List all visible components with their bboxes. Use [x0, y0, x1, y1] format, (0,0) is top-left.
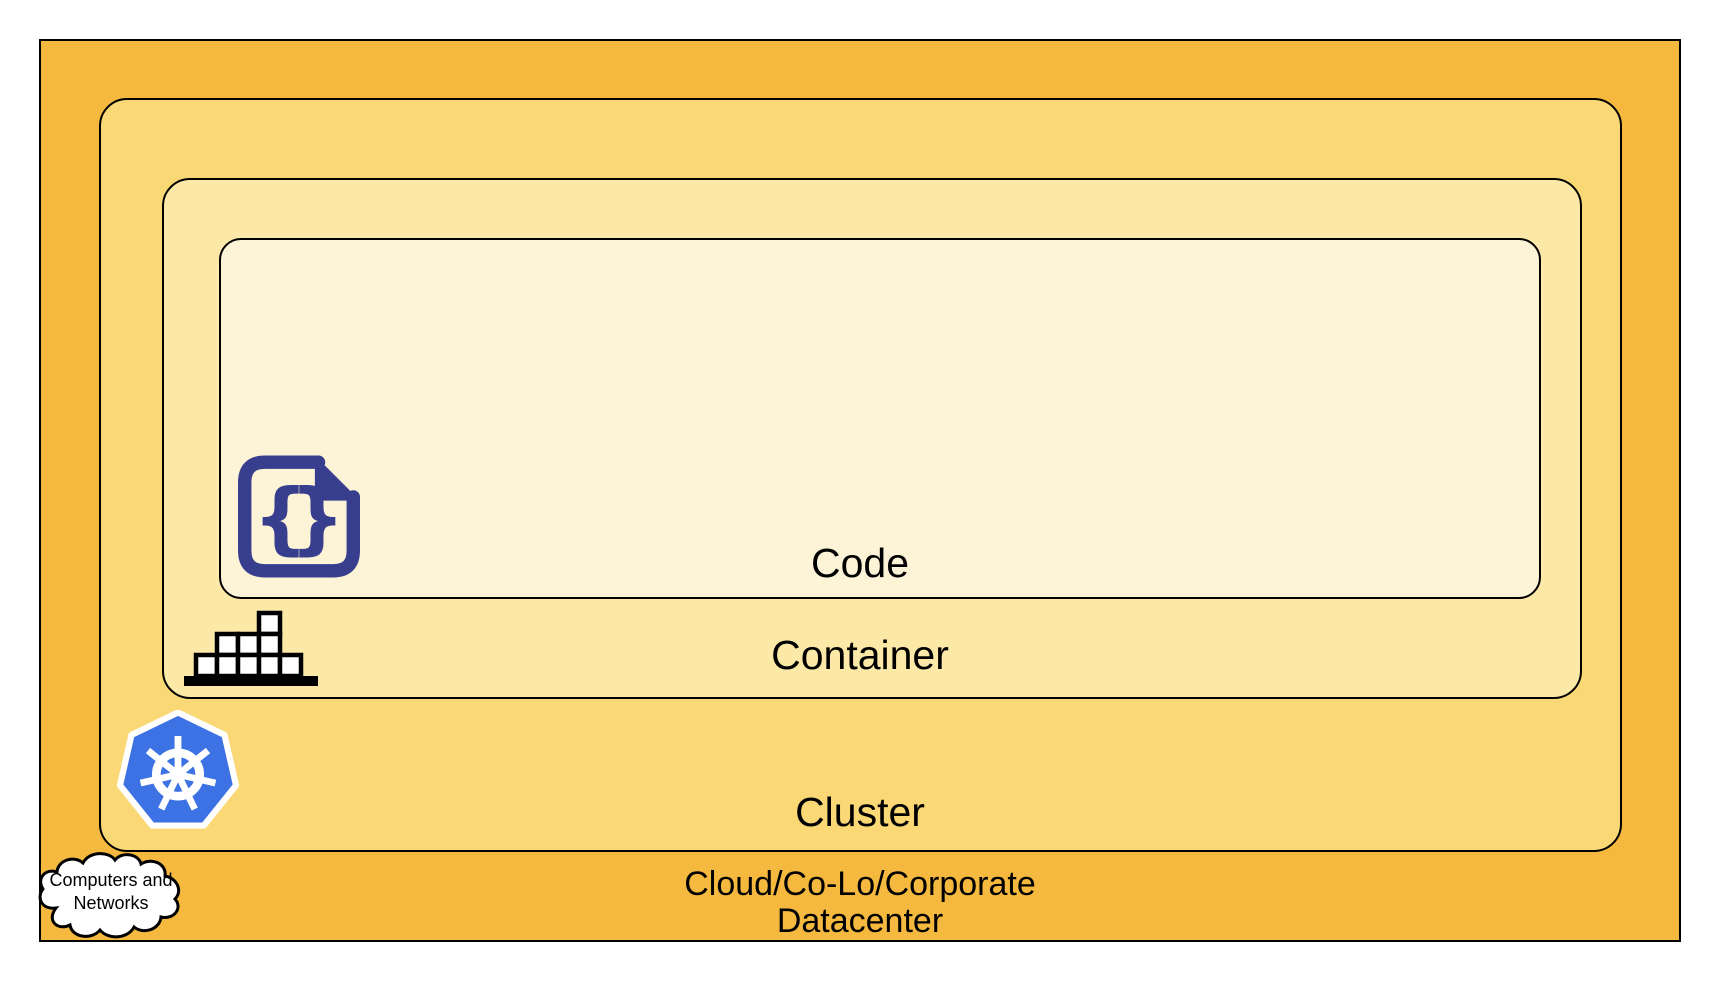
svg-text:}: }	[290, 474, 346, 564]
code-layer-label: Code	[810, 540, 909, 586]
cloud-label-line1: Computers and	[49, 870, 173, 890]
brick-base-bar	[184, 676, 318, 686]
kubernetes-icon	[116, 710, 240, 829]
layer-box-code	[219, 238, 1541, 599]
code-file-icon: { }	[238, 455, 360, 578]
cloud-shape	[38, 852, 181, 939]
svg-text:{: {	[253, 474, 309, 564]
container-bricks-icon	[184, 610, 318, 686]
cloud-label-line2: Networks	[73, 893, 149, 913]
container-layer-label: Container	[771, 632, 949, 678]
datacenter-label-line2: Datacenter	[776, 902, 944, 940]
datacenter-label-line1: Cloud/Co-Lo/Corporate	[684, 865, 1036, 903]
cluster-layer-label: Cluster	[795, 789, 925, 835]
folded-corner	[314, 455, 360, 501]
